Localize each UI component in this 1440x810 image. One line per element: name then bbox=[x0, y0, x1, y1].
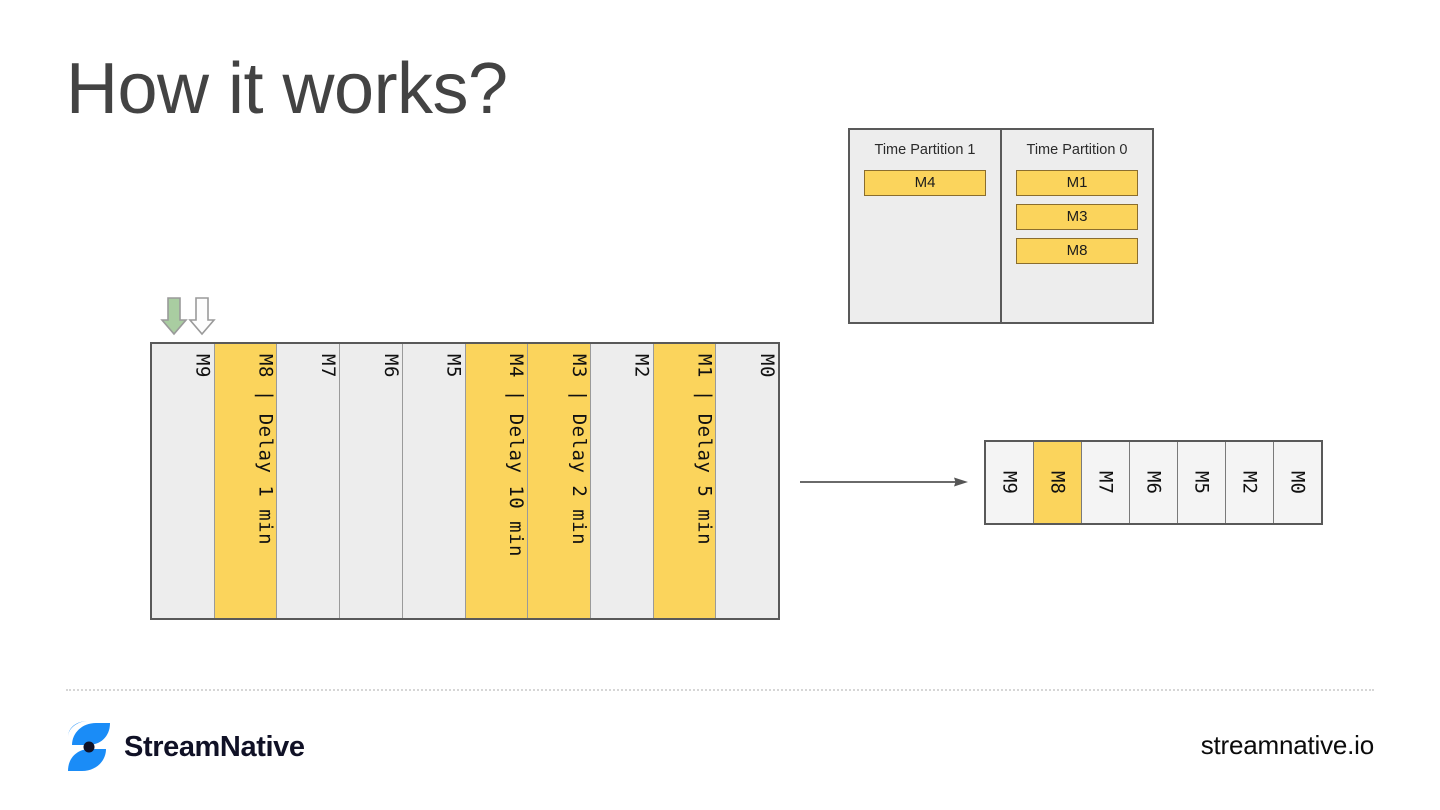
topic-cell: M1 | Delay 5 min bbox=[653, 344, 717, 618]
topic-cell: M7 bbox=[277, 344, 341, 618]
topic-cell-label: M0 bbox=[756, 354, 779, 378]
output-queue-cell-label: M0 bbox=[1286, 471, 1309, 494]
topic-cell: M9 bbox=[152, 344, 215, 618]
time-partition-0: Time Partition 1 M4 bbox=[850, 130, 1000, 322]
output-queue-cell-label: M6 bbox=[1142, 471, 1165, 494]
footer-url: streamnative.io bbox=[1200, 730, 1375, 760]
output-queue-cell: M6 bbox=[1130, 442, 1178, 523]
topic-cell-label: M6 bbox=[379, 354, 402, 378]
topic-cell-label: M5 bbox=[442, 354, 465, 378]
topic-cell: M3 | Delay 2 min bbox=[528, 344, 591, 618]
partition-message-chip: M3 bbox=[1016, 204, 1138, 230]
footer-divider bbox=[66, 689, 1374, 692]
topic-cell: M0 bbox=[716, 344, 779, 618]
ingress-arrows-group bbox=[160, 296, 220, 338]
topic-cell: M4 | Delay 10 min bbox=[465, 344, 529, 618]
partition-message-chip: M8 bbox=[1016, 238, 1138, 264]
output-queue-cell: M0 bbox=[1274, 442, 1321, 523]
topic-cell-label: M4 | Delay 10 min bbox=[505, 354, 528, 557]
output-queue-cell: M2 bbox=[1226, 442, 1274, 523]
flow-arrow-icon bbox=[798, 468, 970, 496]
topic-message-strip: M9 M8 | Delay 1 min M7 M6 M5 M4 | Delay 10 mi… bbox=[150, 342, 780, 620]
output-queue-cell: M5 bbox=[1178, 442, 1226, 523]
down-arrow-white-icon bbox=[188, 297, 216, 336]
time-partition-title: Time Partition 1 bbox=[874, 142, 976, 158]
output-queue-cell: M9 bbox=[986, 442, 1034, 523]
output-message-queue: M9 M8 M7 M6 M5 M2 M0 bbox=[984, 440, 1323, 525]
topic-cell-label: M9 bbox=[191, 354, 214, 378]
topic-cell: M6 bbox=[340, 344, 403, 618]
output-queue-cell-label: M7 bbox=[1094, 471, 1117, 494]
topic-cell-label: M1 | Delay 5 min bbox=[693, 354, 716, 546]
topic-cell-label: M2 bbox=[630, 354, 653, 378]
output-queue-cell: M8 bbox=[1034, 442, 1082, 523]
topic-cell-label: M7 bbox=[317, 354, 340, 378]
output-queue-cell: M7 bbox=[1082, 442, 1130, 523]
down-arrow-green-icon bbox=[160, 297, 188, 336]
topic-cell-label: M8 | Delay 1 min bbox=[254, 354, 277, 546]
time-partition-title: Time Partition 0 bbox=[1026, 142, 1128, 158]
streamnative-logo-icon bbox=[66, 719, 112, 775]
brand-logo: StreamNative bbox=[66, 718, 305, 776]
output-queue-cell-label: M5 bbox=[1190, 471, 1213, 494]
output-queue-cell-label: M2 bbox=[1238, 471, 1261, 494]
brand-name: StreamNative bbox=[124, 730, 305, 763]
topic-cell: M5 bbox=[402, 344, 466, 618]
topic-cell-label: M3 | Delay 2 min bbox=[567, 354, 590, 546]
partition-message-chip: M4 bbox=[864, 170, 986, 196]
partition-message-chip: M1 bbox=[1016, 170, 1138, 196]
topic-cell: M8 | Delay 1 min bbox=[214, 344, 278, 618]
output-queue-cell-label: M8 bbox=[1046, 471, 1069, 494]
page-title: How it works? bbox=[66, 49, 508, 129]
output-queue-cell-label: M9 bbox=[998, 471, 1021, 494]
topic-cell: M2 bbox=[590, 344, 654, 618]
